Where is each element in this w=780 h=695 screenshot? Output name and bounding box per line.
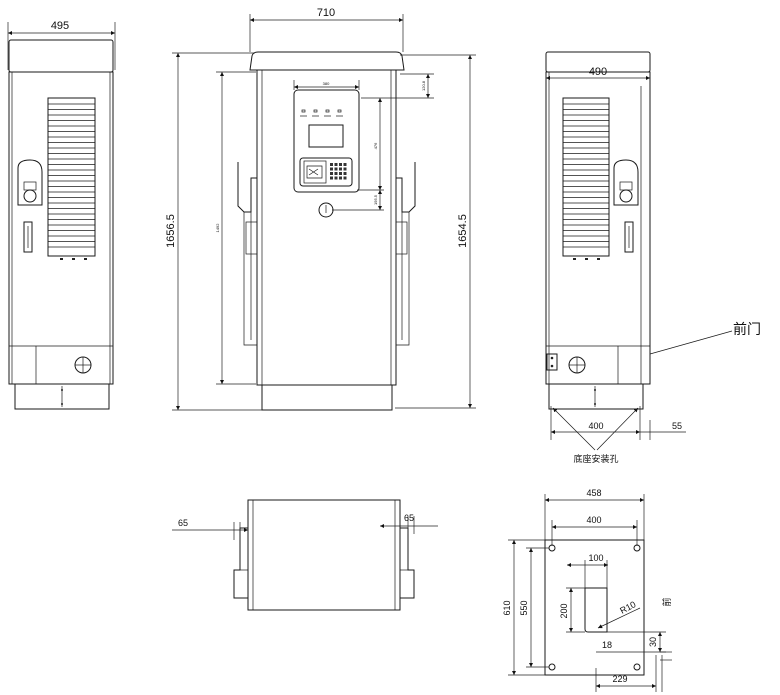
- keypad-key: [330, 167, 333, 171]
- keypad-key: [343, 176, 347, 180]
- base-cutout-x-label: 229: [612, 674, 627, 684]
- keypad-key: [334, 176, 338, 180]
- base-hole-depth-dimension: 550: [519, 547, 549, 668]
- front-top-offset-label: 120.8: [421, 80, 426, 91]
- front-left-holster: [237, 162, 258, 346]
- right-base-edge-label: 55: [672, 421, 682, 431]
- keypad-key: [343, 163, 347, 166]
- front-inner-height-dimension: 1492: [215, 71, 256, 385]
- base-holes-label: 底座安装孔: [573, 453, 618, 465]
- keypad-key: [343, 167, 347, 171]
- keypad-key: [334, 172, 338, 175]
- front-right-holster: [395, 162, 416, 346]
- base-cutout-offset-label: 18: [602, 640, 612, 650]
- top-right-ext-label: 65: [404, 513, 414, 523]
- left-width-dimension: 495: [7, 20, 116, 70]
- keypad-key: [339, 163, 342, 166]
- front-door-callout: 前门: [649, 321, 761, 355]
- front-view: 710 1656.5 1492 1654.5: [165, 7, 476, 411]
- base-overall-depth-dimension: 610: [502, 539, 545, 676]
- front-total-height-dimension: 1656.5: [165, 52, 262, 411]
- front-width-dimension: 710: [249, 7, 404, 52]
- front-control-panel: [293, 89, 360, 193]
- right-charging-socket: [613, 159, 639, 206]
- front-width-label: 710: [317, 7, 335, 19]
- right-base-hole-dimension: 400 55 底座安装孔: [550, 406, 686, 465]
- front-body-height-label: 1654.5: [457, 214, 469, 248]
- right-door-handle: [624, 221, 634, 253]
- right-vent-louvres: [562, 97, 610, 257]
- front-display-screen: [308, 124, 344, 148]
- keypad-key: [330, 176, 333, 180]
- left-side-view: 495: [7, 20, 116, 410]
- base-corner-radius-label: R10: [618, 599, 637, 616]
- front-emergency-stop: [318, 202, 334, 218]
- left-vent-louvres: [47, 97, 96, 257]
- base-cable-cutout: [584, 587, 608, 633]
- keypad-key: [339, 172, 342, 175]
- base-cutout-y-dimension: 30: [607, 631, 666, 652]
- right-base-hole-label: 400: [588, 421, 603, 431]
- front-panel-width-label: 380: [323, 81, 330, 86]
- base-cutout-offset-dimension: 18: [596, 640, 672, 661]
- base-cutout-width-dimension: 100: [567, 553, 608, 588]
- base-overall-depth-label: 610: [502, 600, 512, 615]
- base-overall-width-dimension: 458: [544, 488, 645, 540]
- left-width-label: 495: [51, 20, 69, 32]
- base-cutout-height-label: 200: [559, 603, 569, 618]
- keypad-key: [334, 167, 338, 171]
- front-panel-width-dimension: 380: [293, 80, 360, 90]
- keypad-key: [343, 172, 347, 175]
- left-charging-socket: [17, 159, 43, 206]
- top-left-ext-dimension: 65: [172, 518, 248, 540]
- front-lower-offset-dimension: 195.5: [332, 190, 384, 211]
- top-view: 65 65: [172, 499, 438, 611]
- base-cutout-x-dimension: 229: [595, 655, 663, 692]
- left-door-handle: [23, 221, 33, 253]
- base-corner-radius-callout: R10: [597, 599, 641, 629]
- base-cutout-height-dimension: 200: [559, 587, 585, 633]
- front-top-offset-dimension: 120.8: [361, 73, 434, 99]
- keypad-key: [330, 172, 333, 175]
- keypad-key: [330, 163, 333, 166]
- front-panel-height-label: 476: [373, 142, 378, 149]
- base-overall-width-label: 458: [586, 488, 601, 498]
- keypad-key: [339, 176, 342, 180]
- front-card-reader: [299, 157, 353, 187]
- front-door-label: 前门: [733, 321, 761, 338]
- front-body-height-dimension: 1654.5: [395, 54, 476, 409]
- base-cutout-width-label: 100: [588, 553, 603, 563]
- base-hole-spacing-label: 400: [586, 515, 601, 525]
- front-panel-height-dimension: 476: [357, 98, 384, 191]
- base-front-label: 前: [661, 597, 673, 606]
- keypad-key: [339, 167, 342, 171]
- right-side-view: 490: [545, 51, 761, 465]
- base-hole-spacing-dimension: 400: [551, 515, 638, 546]
- base-hole-depth-label: 550: [519, 600, 529, 615]
- keypad-key: [334, 163, 338, 166]
- base-plan-view: 458 400 610 550: [502, 488, 673, 692]
- top-left-ext-label: 65: [178, 518, 188, 528]
- front-total-height-label: 1656.5: [165, 214, 177, 248]
- top-right-ext-dimension: 65: [380, 513, 438, 534]
- base-cutout-y-label: 30: [648, 637, 658, 647]
- front-inner-height-label: 1492: [215, 223, 220, 233]
- front-lower-offset-label: 195.5: [373, 194, 378, 205]
